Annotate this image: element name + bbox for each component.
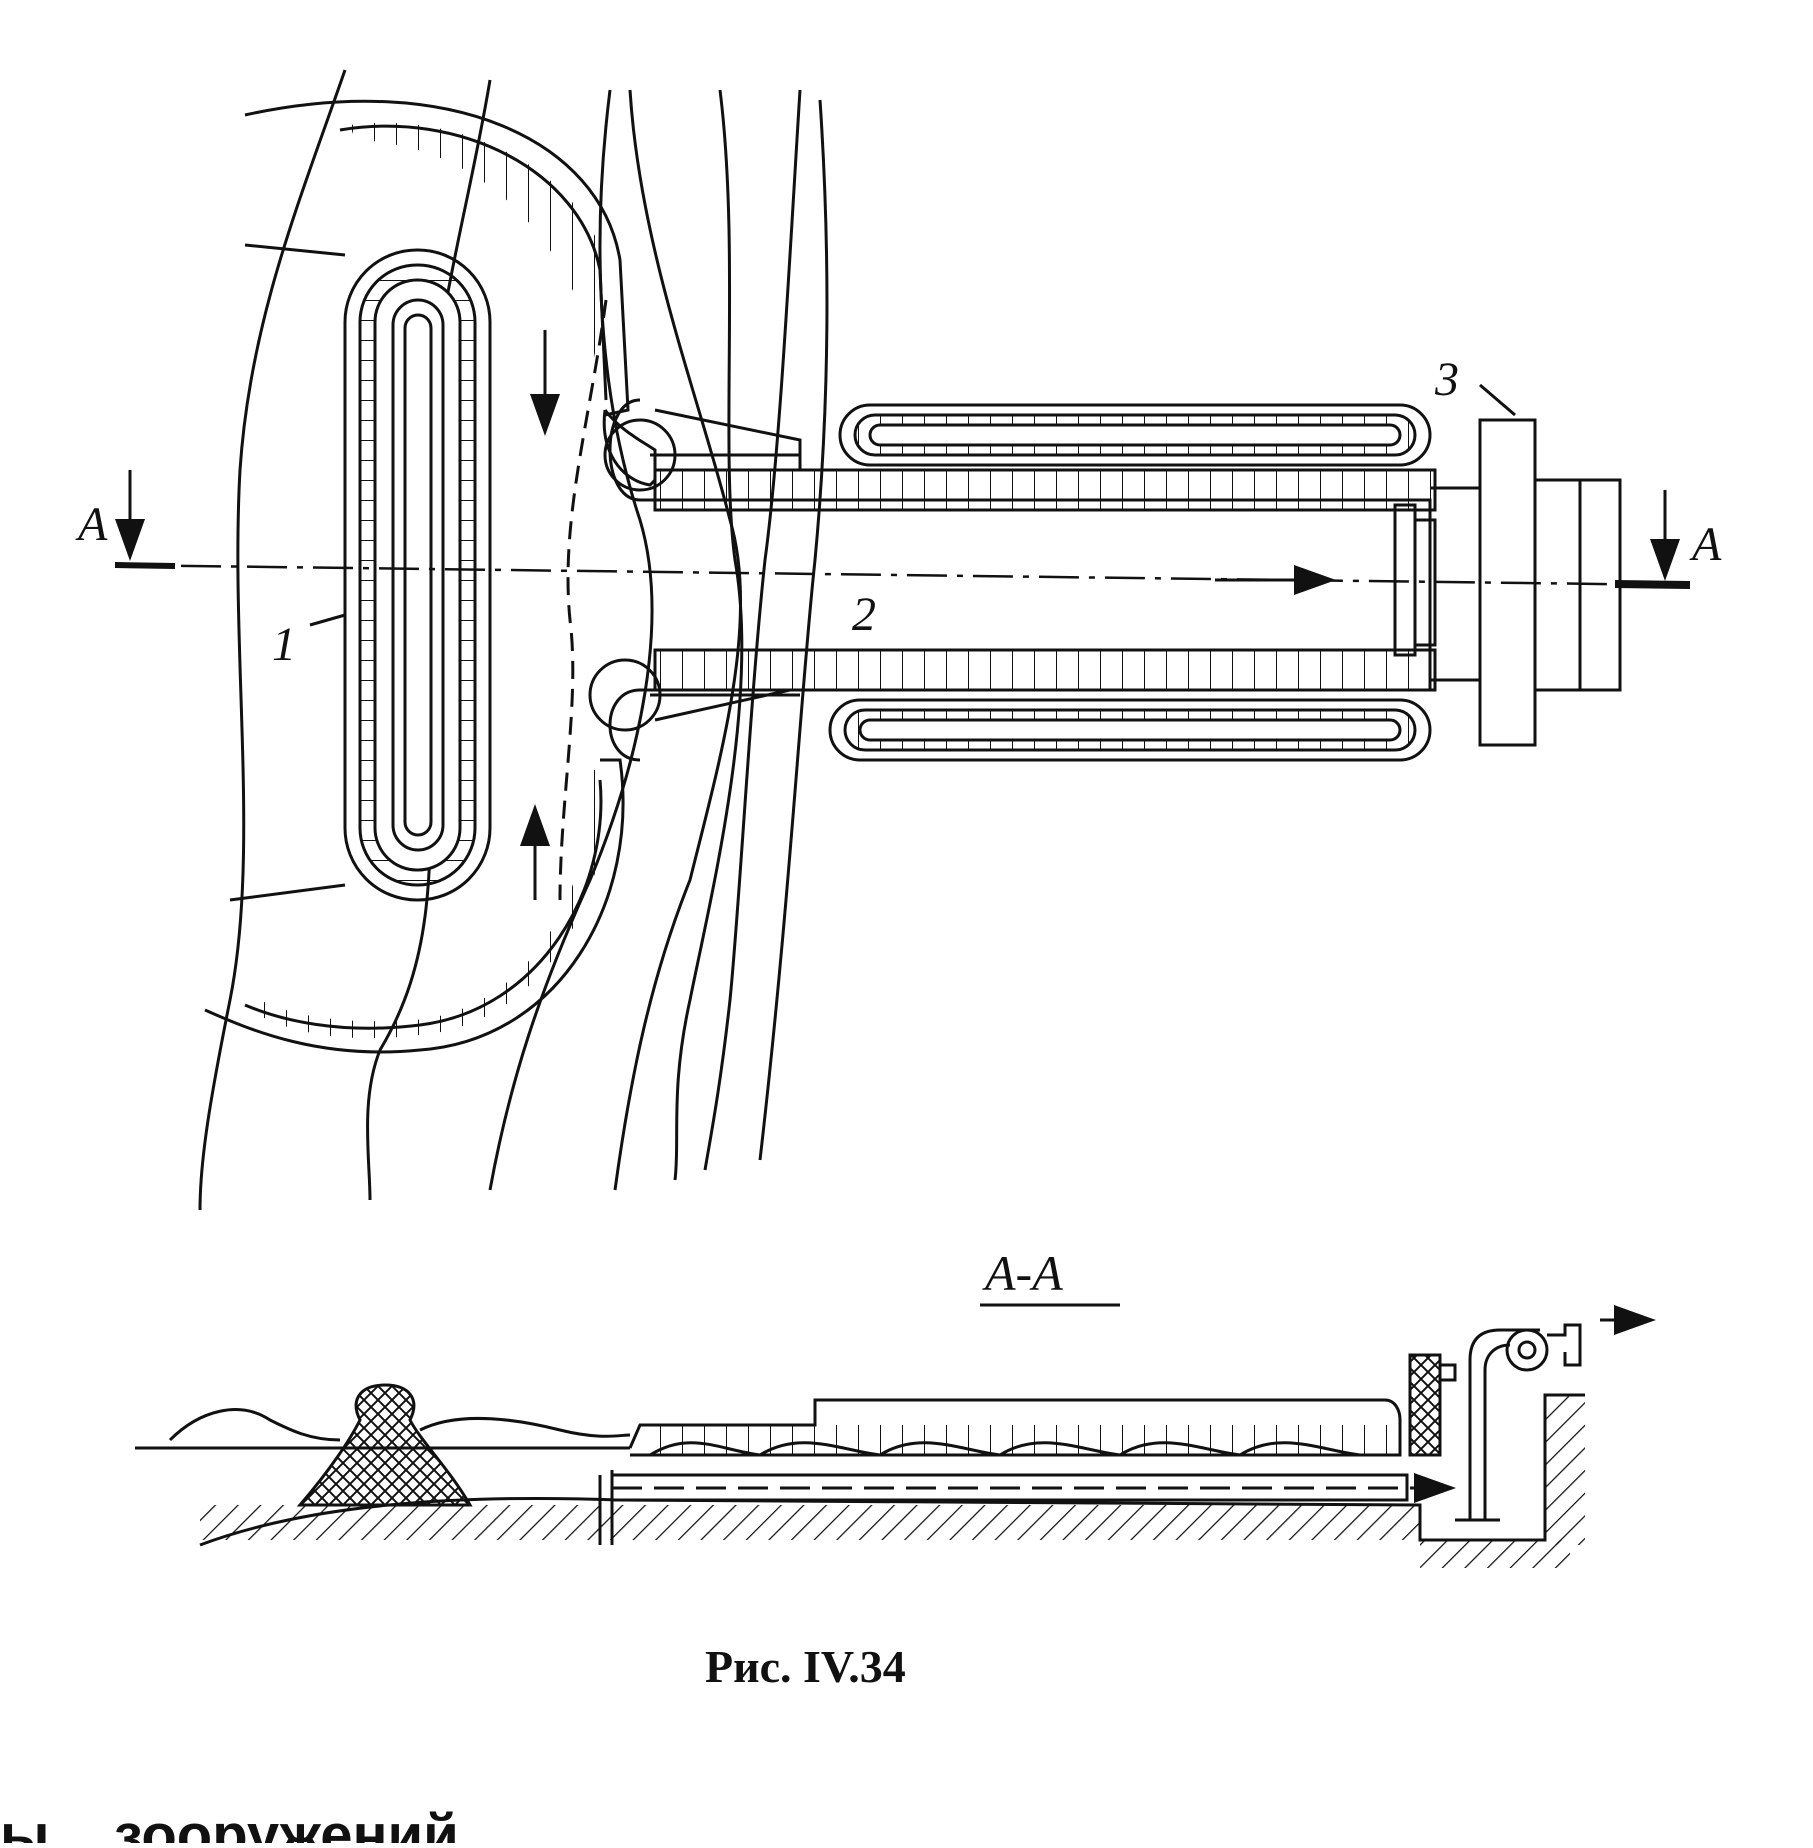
river-bank-line [673, 89, 744, 1181]
river-bank-line [758, 99, 829, 1161]
settling-tank-lower [828, 698, 1432, 762]
plan-view [114, 69, 1691, 1211]
callout-2: 2 [852, 588, 876, 641]
outlet-wall [1408, 1353, 1442, 1457]
channel-2 [588, 398, 1437, 762]
section-title: А-А [982, 1245, 1063, 1301]
pump-symbol [1505, 1328, 1549, 1372]
section-mark-right: А [1689, 518, 1722, 571]
callout-3: 3 [1434, 353, 1459, 406]
dam-embankment [296, 1383, 473, 1507]
settling-tank-upper [838, 403, 1432, 467]
section-view: А-А [135, 1245, 1656, 1568]
contour-line [613, 89, 743, 1191]
contour-line [198, 69, 347, 1211]
callout-1: 1 [272, 618, 296, 671]
dashed-boundary-line [558, 299, 608, 901]
figure-caption: Рис. IV.34 [705, 1641, 906, 1692]
river-bank-line [703, 89, 802, 1171]
inner-basin-1 [229, 243, 492, 902]
section-mark-left: А [75, 498, 108, 551]
section-line [114, 563, 1681, 587]
outer-embankment [204, 99, 630, 1054]
truncated-body-text: ы зооружений [0, 1803, 459, 1843]
